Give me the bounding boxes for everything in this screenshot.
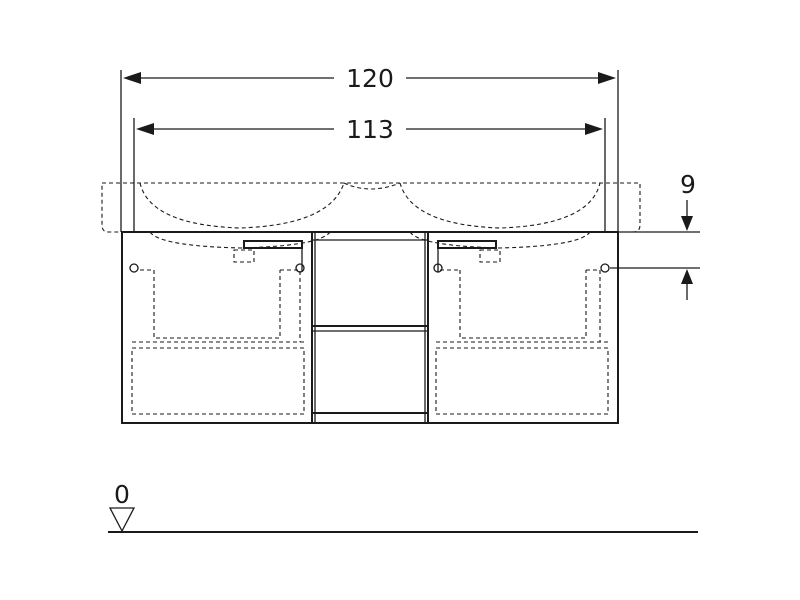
level-triangle-icon [108, 507, 136, 533]
overall-width-dimension: 120 [120, 64, 619, 232]
height-offset-label: 9 [680, 170, 696, 199]
mounting-hole-icon [295, 263, 305, 273]
mounting-hole-icon [600, 263, 610, 273]
mounting-hole-icon [129, 263, 139, 273]
left-drawers [129, 240, 305, 415]
inner-width-dimension: 113 [133, 115, 606, 232]
arrow-right-icon [598, 72, 616, 84]
inner-width-label: 113 [346, 115, 394, 144]
arrow-left-icon [123, 72, 141, 84]
double-washbasin-outline [101, 182, 641, 263]
vanity-cabinet [121, 231, 619, 424]
right-drawers [433, 240, 610, 415]
floor-level-label: 0 [114, 480, 130, 509]
floor-level-marker: 0 [108, 480, 698, 533]
arrow-up-icon [681, 269, 693, 284]
arrow-left-icon [136, 123, 154, 135]
drain-trap-icon [437, 240, 497, 249]
arrow-down-icon [681, 216, 693, 231]
overall-width-label: 120 [346, 64, 394, 93]
arrow-right-icon [585, 123, 603, 135]
height-offset-dimension: 9 [610, 170, 700, 300]
drain-trap-icon [243, 240, 303, 249]
